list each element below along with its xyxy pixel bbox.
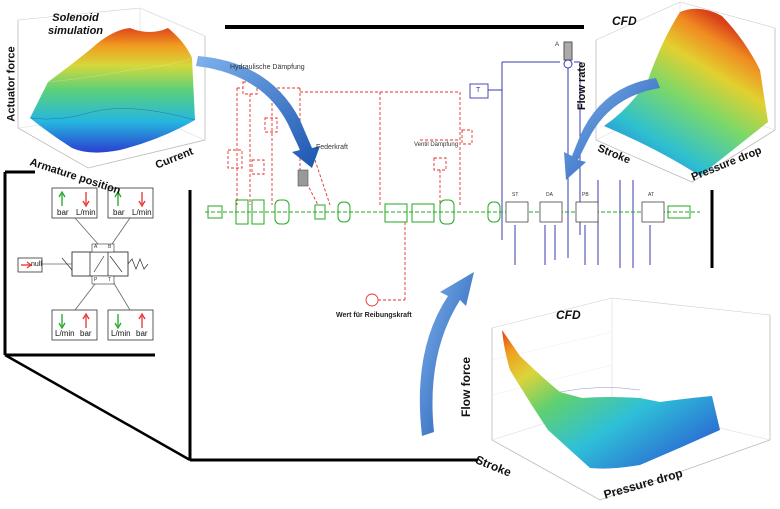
label-friction-value: Wert für Reibungskraft bbox=[336, 312, 412, 319]
cfd-top-z-axis-label: Flow rate bbox=[576, 61, 589, 111]
cfd-top-title: CFD bbox=[612, 14, 637, 28]
inset-top-port1-left: bar bbox=[57, 208, 69, 217]
solenoid-title-line2: simulation bbox=[48, 25, 104, 37]
friction-source bbox=[365, 293, 379, 307]
inset-bottom-port2-left: L/min bbox=[111, 329, 131, 338]
label-spring-force: Federkraft bbox=[316, 144, 348, 151]
inset-port-a: A bbox=[94, 244, 98, 250]
force-sensor bbox=[297, 169, 309, 187]
arrow-cfd-top-to-schematic bbox=[564, 78, 660, 180]
valve-inset bbox=[8, 178, 186, 350]
mechanical-chain bbox=[205, 199, 700, 225]
label-valve-damping: Ventil Dämpfung bbox=[414, 142, 459, 148]
cfd-flowforce-plot bbox=[478, 290, 780, 509]
hydraulic-damping-group bbox=[227, 81, 489, 301]
solenoid-plot bbox=[0, 0, 222, 170]
simulation-schematic bbox=[205, 41, 700, 307]
inset-port-p: P bbox=[94, 277, 98, 283]
arrow-cfd-bottom-to-schematic bbox=[419, 272, 474, 436]
frame-lines bbox=[3, 25, 714, 462]
inset-input-label: null bbox=[31, 261, 42, 268]
inset-top-port1-right: L/min bbox=[76, 208, 96, 217]
port-label-st: ST bbox=[512, 192, 519, 198]
solenoid-title-line1: Solenoid bbox=[52, 12, 99, 24]
label-node-a: A bbox=[555, 42, 560, 48]
inset-port-b: B bbox=[108, 244, 112, 250]
inset-bottom-port2-right: bar bbox=[136, 329, 148, 338]
port-label-at: AT bbox=[648, 192, 655, 198]
inset-top-port2-right: L/min bbox=[132, 208, 152, 217]
port-label-pb: PB bbox=[582, 192, 589, 198]
arrow-solenoid-to-schematic bbox=[196, 56, 320, 168]
label-hydraulic-damping: Hydraulische Dämpfung bbox=[230, 64, 305, 71]
solenoid-z-axis-label: Actuator force bbox=[5, 46, 18, 122]
solenoid-title: Solenoid simulation bbox=[48, 12, 103, 38]
valve-blocks bbox=[505, 201, 665, 223]
inset-top-port2-left: bar bbox=[113, 208, 125, 217]
inset-bottom-port1-right: bar bbox=[80, 329, 92, 338]
inset-bottom-port1-left: L/min bbox=[55, 329, 75, 338]
label-t-block: T bbox=[476, 87, 481, 94]
cfd-bottom-z-axis-label: Flow force bbox=[459, 356, 474, 418]
cfd-bottom-title: CFD bbox=[556, 308, 581, 322]
port-label-da: DA bbox=[546, 192, 553, 198]
inset-port-t: T bbox=[108, 277, 112, 283]
